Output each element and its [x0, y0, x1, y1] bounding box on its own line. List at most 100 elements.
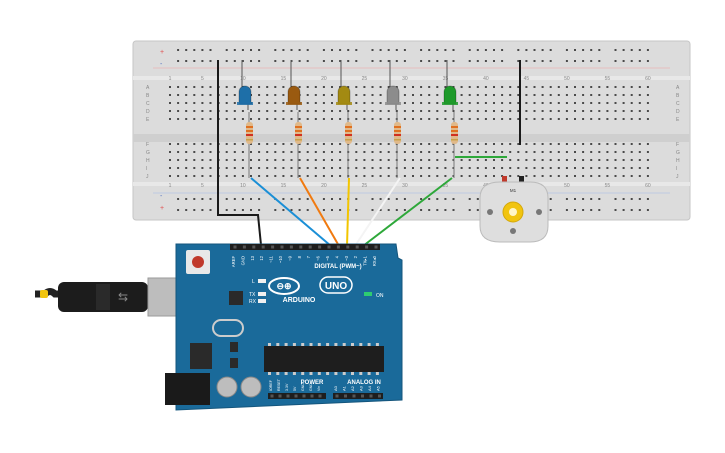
header-pin-label: 12 — [259, 255, 264, 260]
row-label: I — [676, 166, 677, 172]
rail-minus-bottom: - — [160, 193, 163, 200]
cable-tip — [40, 290, 48, 298]
usb-icon: ⇆ — [118, 290, 128, 304]
green-led[interactable] — [442, 60, 458, 110]
row-label: G — [676, 150, 680, 156]
blue-led[interactable] — [237, 60, 253, 110]
power-pin-label: 3.3V — [285, 383, 289, 391]
brown-led[interactable] — [286, 60, 302, 110]
header-pin-label: ~9 — [287, 255, 292, 260]
header-pin-label: 13 — [250, 255, 255, 260]
rail-plus-top: + — [160, 49, 164, 56]
header-pin-label: ~6 — [316, 255, 321, 260]
digital-header[interactable] — [230, 244, 380, 250]
crystal — [212, 319, 244, 337]
row-label: H — [676, 158, 680, 164]
row-label: G — [146, 150, 150, 156]
atmega-chip — [264, 346, 384, 372]
analog-pin-label: A3 — [359, 385, 364, 391]
power-label: POWER — [301, 380, 324, 386]
resistor[interactable] — [246, 112, 253, 178]
tx-label: TX — [249, 292, 256, 298]
analog-header[interactable] — [333, 393, 383, 399]
column-label: 50 — [564, 183, 570, 189]
rail-plus-bottom: + — [160, 205, 164, 212]
header-pin-label: TX▸1 — [363, 255, 368, 265]
row-label: J — [676, 174, 679, 180]
header-pin-label: RX◂0 — [372, 255, 377, 266]
resistor[interactable] — [451, 112, 458, 178]
column-label: 20 — [321, 76, 327, 82]
analog-label: ANALOG IN — [347, 380, 381, 386]
on-label: ON — [376, 293, 384, 299]
dc-jack[interactable] — [165, 373, 210, 405]
column-label: 55 — [605, 76, 611, 82]
orange-wire[interactable] — [299, 177, 340, 247]
row-label: F — [146, 142, 149, 148]
on-led — [364, 292, 372, 296]
blue-wire[interactable] — [250, 177, 332, 247]
row-label: E — [146, 117, 150, 123]
column-label: 30 — [402, 183, 408, 189]
white-wire[interactable] — [354, 177, 401, 247]
column-label: 30 — [402, 76, 408, 82]
row-label: A — [676, 85, 680, 91]
rail-minus-top: - — [160, 61, 163, 68]
motor-screw — [510, 228, 516, 234]
rx-led — [258, 299, 266, 303]
column-label: 60 — [645, 183, 651, 189]
black-wire[interactable] — [217, 60, 262, 246]
yellow-wire[interactable] — [346, 177, 350, 247]
column-label: 50 — [564, 76, 570, 82]
header-pin-label: ~10 — [278, 255, 283, 263]
center-channel — [133, 134, 690, 142]
resistor[interactable] — [394, 112, 401, 178]
column-label: 55 — [605, 183, 611, 189]
l-led — [258, 279, 266, 283]
resistor[interactable] — [295, 112, 302, 178]
row-label: C — [146, 101, 150, 107]
power-pin-label: RESET — [277, 378, 281, 391]
l-label: L — [252, 279, 255, 285]
row-label: D — [146, 109, 150, 115]
power-pin-label: GND — [301, 383, 305, 391]
motor-label: M1 — [510, 188, 517, 193]
column-label: 15 — [281, 76, 287, 82]
resistor[interactable] — [345, 112, 352, 178]
model-label: UNO — [325, 281, 347, 292]
row-label: J — [146, 174, 149, 180]
power-pin-label: Vin — [317, 386, 321, 391]
column-label: 1 — [169, 76, 172, 82]
reset-button-cap[interactable] — [192, 256, 204, 268]
led-array[interactable] — [237, 60, 458, 178]
header-pin-label: ~5 — [325, 255, 330, 260]
row-label: E — [676, 117, 680, 123]
usb-chip — [229, 291, 243, 305]
tx-led — [258, 292, 266, 296]
analog-pin-label: A0 — [333, 385, 338, 391]
gray-led[interactable] — [385, 60, 401, 110]
row-label: C — [676, 101, 680, 107]
header-pin-label: ~11 — [269, 255, 274, 262]
green-wire[interactable] — [362, 177, 453, 247]
arduino-logo: ⊖⊕ UNO ARDUINO — [268, 276, 353, 304]
header-pin-label: ~3 — [344, 255, 349, 260]
olive-led[interactable] — [336, 60, 352, 110]
column-label: 5 — [201, 76, 204, 82]
header-pin-label: GND — [240, 256, 245, 265]
dc-motor[interactable]: M1 — [479, 176, 549, 243]
motor-screw — [536, 209, 542, 215]
column-label: 35 — [443, 183, 449, 189]
column-label: 5 — [201, 183, 204, 189]
column-label: 60 — [645, 76, 651, 82]
capacitor — [216, 376, 238, 398]
motor-terminal-black — [519, 176, 524, 186]
power-pin-label: IOREF — [269, 379, 273, 391]
rx-label: RX — [249, 299, 257, 305]
